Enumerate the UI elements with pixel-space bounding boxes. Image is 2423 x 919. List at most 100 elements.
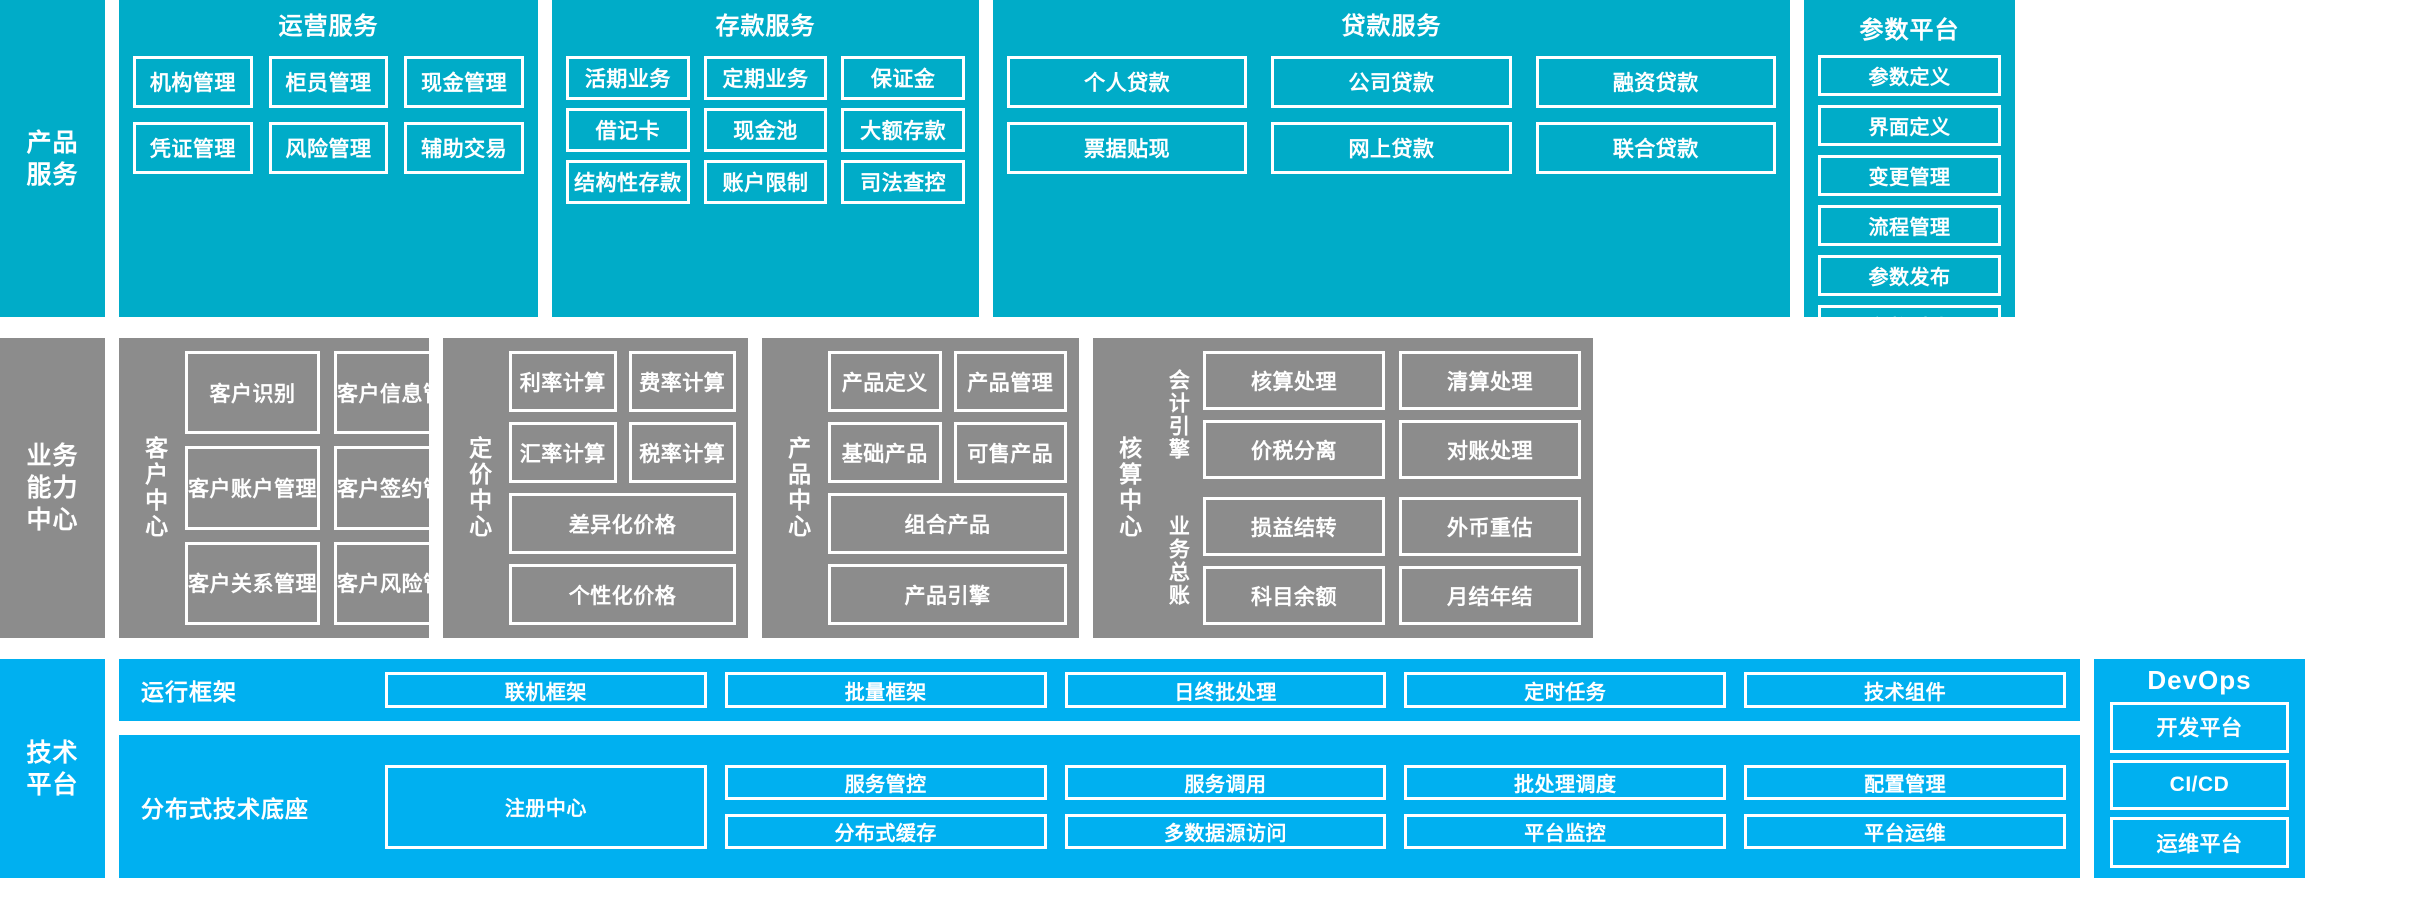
tile-exchange-rate-calc[interactable]: 汇率计算	[509, 422, 617, 483]
tile-process-management[interactable]: 流程管理	[1818, 205, 2001, 246]
tile-combined-product[interactable]: 组合产品	[828, 493, 1067, 554]
tile-grid-runtime-framework: 联机框架 批量框架 日终批处理 定时任务 技术组件	[385, 672, 2066, 708]
tile-online-framework[interactable]: 联机框架	[385, 672, 707, 708]
tile-risk-management[interactable]: 风险管理	[268, 122, 389, 174]
tile-organization-management[interactable]: 机构管理	[133, 56, 253, 108]
tile-profit-loss-carryover[interactable]: 损益结转	[1203, 497, 1385, 556]
tile-bill-discount[interactable]: 票据贴现	[1007, 122, 1248, 174]
tile-personalized-price[interactable]: 个性化价格	[509, 564, 736, 625]
row-runtime-framework: 运行框架 联机框架 批量框架 日终批处理 定时任务 技术组件	[119, 659, 2080, 721]
tile-sellable-product[interactable]: 可售产品	[953, 422, 1067, 483]
tile-interface-definition[interactable]: 界面定义	[1818, 105, 2001, 146]
tile-voucher-management[interactable]: 凭证管理	[133, 122, 253, 174]
tile-margin-deposit[interactable]: 保证金	[841, 56, 965, 100]
tile-account-balance[interactable]: 科目余额	[1203, 566, 1385, 625]
group-devops: DevOps 开发平台 CI/CD 运维平台	[2094, 659, 2305, 878]
tile-scheduled-task[interactable]: 定时任务	[1404, 672, 1727, 708]
tile-fee-rate-calc[interactable]: 费率计算	[628, 351, 736, 412]
tile-month-year-end-close[interactable]: 月结年结	[1399, 566, 1581, 625]
layer-label-business-capability: 业务 能力 中心	[0, 338, 105, 638]
tile-list-devops: 开发平台 CI/CD 运维平台	[2110, 702, 2289, 869]
center-label-customer: 客户中心	[141, 436, 168, 540]
center-pricing: 定价中心 利率计算 费率计算 汇率计算 税率计算 差异化价格 个性化价格	[443, 338, 748, 638]
tile-syndicated-loan[interactable]: 联合贷款	[1535, 122, 1776, 174]
tile-account-restriction[interactable]: 账户限制	[703, 160, 828, 204]
tile-large-deposit[interactable]: 大额存款	[841, 108, 965, 152]
tile-cash-pool[interactable]: 现金池	[703, 108, 828, 152]
tile-product-management[interactable]: 产品管理	[953, 351, 1067, 412]
business-capability-layer: 业务 能力 中心 客户中心 客户识别 客户信息管理 客户账户管理 客户签约管理 …	[0, 338, 2423, 638]
group-title-deposit: 存款服务	[715, 13, 816, 40]
tile-cash-management[interactable]: 现金管理	[404, 56, 524, 108]
tile-online-loan[interactable]: 网上贷款	[1271, 122, 1512, 174]
row-label-runtime-framework: 运行框架	[141, 679, 237, 705]
tile-service-invocation[interactable]: 服务调用	[1064, 764, 1387, 800]
subgroup-general-ledger: 业务总账 损益结转 外币重估 科目余额 月结年结	[1157, 497, 1581, 625]
tile-product-definition[interactable]: 产品定义	[828, 351, 942, 412]
tile-interest-rate-calc[interactable]: 利率计算	[509, 351, 617, 412]
tile-parameter-publish[interactable]: 参数发布	[1818, 255, 2001, 296]
tile-customer-identification[interactable]: 客户识别	[185, 351, 320, 435]
accounting-subgroups: 会计引擎 核算处理 清算处理 价税分离 对账处理 业务总账 损益结转 外币重估 …	[1157, 351, 1581, 625]
tile-financing-loan[interactable]: 融资贷款	[1535, 56, 1776, 108]
tile-grid-distributed-foundation: 注册中心 服务管控 服务调用 批处理调度 配置管理 分布式缓存 多数据源访问 平…	[385, 764, 2066, 849]
tile-registry-center[interactable]: 注册中心	[385, 764, 707, 849]
subgroup-label-accounting-engine: 会计引擎	[1166, 369, 1190, 461]
tile-list-parameter-platform: 参数定义 界面定义 变更管理 流程管理 参数发布 参数对比	[1818, 55, 2001, 346]
tile-service-governance[interactable]: 服务管控	[724, 764, 1047, 800]
tile-foreign-currency-revaluation[interactable]: 外币重估	[1399, 497, 1581, 556]
tile-grid-loan: 个人贷款 公司贷款 融资贷款 票据贴现 网上贷款 联合贷款	[1007, 56, 1776, 174]
tile-product-engine[interactable]: 产品引擎	[828, 564, 1067, 625]
tile-parameter-definition[interactable]: 参数定义	[1818, 55, 2001, 96]
tile-distributed-cache[interactable]: 分布式缓存	[724, 813, 1047, 849]
tile-technical-component[interactable]: 技术组件	[1744, 672, 2066, 708]
tile-teller-management[interactable]: 柜员管理	[268, 56, 389, 108]
tile-customer-relationship-management[interactable]: 客户关系管理	[185, 541, 320, 625]
tile-price-tax-separation[interactable]: 价税分离	[1203, 420, 1385, 479]
group-parameter-platform: 参数平台 参数定义 界面定义 变更管理 流程管理 参数发布 参数对比	[1804, 0, 2015, 346]
technology-platform-layer: 技术 平台 运行框架 联机框架 批量框架 日终批处理 定时任务 技术组件 分布式…	[0, 659, 2423, 878]
tile-judicial-freeze[interactable]: 司法查控	[841, 160, 965, 204]
tile-grid-accounting-engine: 核算处理 清算处理 价税分离 对账处理	[1203, 351, 1581, 479]
tile-personal-loan[interactable]: 个人贷款	[1007, 56, 1248, 108]
tile-accounting-processing[interactable]: 核算处理	[1203, 351, 1385, 410]
tile-customer-account-management[interactable]: 客户账户管理	[185, 446, 320, 530]
tile-structured-deposit[interactable]: 结构性存款	[566, 160, 690, 204]
tile-corporate-loan[interactable]: 公司贷款	[1271, 56, 1512, 108]
tile-grid-operation: 机构管理 柜员管理 现金管理 凭证管理 风险管理 辅助交易	[133, 56, 524, 174]
center-customer: 客户中心 客户识别 客户信息管理 客户账户管理 客户签约管理 客户关系管理 客户…	[119, 338, 469, 638]
subgroup-label-general-ledger: 业务总账	[1166, 515, 1190, 607]
tile-development-platform[interactable]: 开发平台	[2110, 702, 2289, 753]
tile-settlement-processing[interactable]: 清算处理	[1399, 351, 1581, 410]
tile-reconciliation-processing[interactable]: 对账处理	[1399, 420, 1581, 479]
tile-parameter-compare[interactable]: 参数对比	[1818, 305, 2001, 346]
tile-debit-card[interactable]: 借记卡	[566, 108, 690, 152]
tile-differentiated-price[interactable]: 差异化价格	[509, 493, 736, 554]
tile-auxiliary-transaction[interactable]: 辅助交易	[404, 122, 524, 174]
tile-basic-product[interactable]: 基础产品	[828, 422, 942, 483]
center-label-pricing: 定价中心	[465, 436, 492, 540]
tile-batch-scheduling[interactable]: 批处理调度	[1404, 764, 1727, 800]
group-deposit-service: 存款服务 活期业务 定期业务 保证金 借记卡 现金池 大额存款 结构性存款 账户…	[552, 0, 979, 317]
row-distributed-foundation: 分布式技术底座 注册中心 服务管控 服务调用 批处理调度 配置管理 分布式缓存 …	[119, 735, 2080, 878]
tile-demand-deposit[interactable]: 活期业务	[566, 56, 690, 100]
tile-time-deposit[interactable]: 定期业务	[703, 56, 828, 100]
tile-platform-monitoring[interactable]: 平台监控	[1404, 813, 1727, 849]
tile-ci-cd[interactable]: CI/CD	[2110, 759, 2289, 811]
tile-end-of-day-batch[interactable]: 日终批处理	[1064, 672, 1387, 708]
layer-label-text: 产品 服务	[26, 128, 79, 189]
tile-grid-pricing: 利率计算 费率计算 汇率计算 税率计算 差异化价格 个性化价格	[509, 351, 736, 625]
tile-operations-platform[interactable]: 运维平台	[2110, 817, 2289, 869]
group-title-loan: 贷款服务	[1341, 13, 1442, 40]
tile-platform-operations[interactable]: 平台运维	[1744, 813, 2066, 849]
product-service-layer: 产品 服务 运营服务 机构管理 柜员管理 现金管理 凭证管理 风险管理 辅助交易…	[0, 0, 2423, 346]
tile-multi-datasource-access[interactable]: 多数据源访问	[1064, 813, 1387, 849]
group-title-parameter-platform: 参数平台	[1859, 17, 1960, 44]
tile-grid-deposit: 活期业务 定期业务 保证金 借记卡 现金池 大额存款 结构性存款 账户限制 司法…	[566, 56, 965, 204]
tile-tax-rate-calc[interactable]: 税率计算	[628, 422, 736, 483]
tile-grid-customer: 客户识别 客户信息管理 客户账户管理 客户签约管理 客户关系管理 客户风险管理	[185, 351, 469, 625]
tile-batch-framework[interactable]: 批量框架	[724, 672, 1047, 708]
tile-change-management[interactable]: 变更管理	[1818, 155, 2001, 196]
tile-config-management[interactable]: 配置管理	[1744, 764, 2066, 800]
group-title-operation: 运营服务	[278, 13, 379, 40]
